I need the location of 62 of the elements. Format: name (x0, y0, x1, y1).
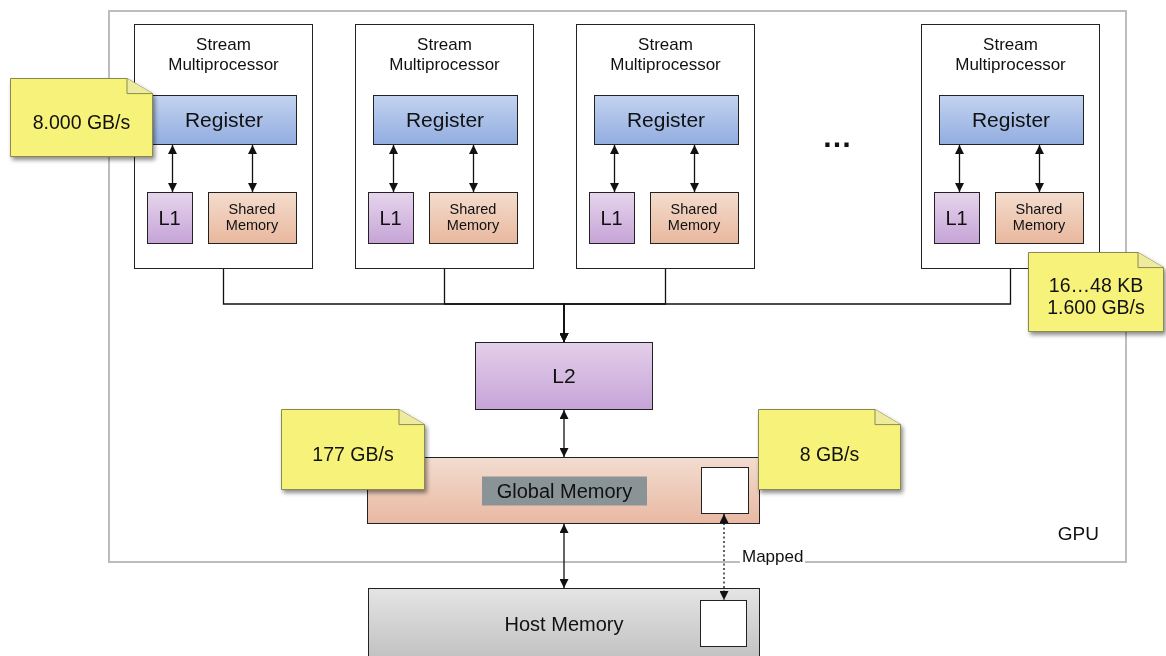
l1-label: L1 (599, 206, 624, 229)
arrow (469, 144, 478, 193)
arrow (1035, 144, 1044, 193)
register-box (151, 94, 297, 145)
global-memory-label: Global Memory (482, 476, 647, 505)
host-memory-box (368, 588, 760, 656)
register-box (593, 94, 739, 145)
shared-memory-box (207, 191, 297, 244)
arrow (955, 144, 964, 193)
multiprocessor-box (134, 24, 313, 269)
register-box (372, 94, 518, 145)
register-label: Register (625, 107, 707, 132)
bus-connector (559, 268, 1012, 343)
note-text: 8 GB/s (798, 441, 861, 465)
edge-label: Mapped (740, 548, 806, 567)
shared-memory-box (994, 191, 1084, 244)
multiprocessor-box (355, 24, 534, 269)
l1-label: L1 (378, 206, 403, 229)
sticky-note (1028, 252, 1164, 332)
note-text: 8.000 GB/s (31, 109, 132, 133)
ellipsis-label: … (822, 122, 855, 152)
arrow (389, 144, 398, 193)
register-label: Register (183, 107, 265, 132)
host-memory-label: Host Memory (503, 613, 625, 636)
multiprocessor-title: Stream Multiprocessor (954, 35, 1067, 75)
shared-memory-box (649, 191, 739, 244)
multiprocessor-title: Stream Multiprocessor (388, 35, 501, 75)
sticky-note (281, 409, 425, 490)
dotted-arrow (719, 513, 729, 601)
multiprocessor-title: Stream Multiprocessor (167, 35, 280, 75)
register-label: Register (970, 107, 1052, 132)
sticky-note (10, 78, 153, 157)
shared-memory-box (428, 191, 518, 244)
arrow (559, 523, 569, 589)
arrow (559, 409, 569, 458)
shared-memory-label: Shared Memory (1011, 200, 1067, 235)
arrow (690, 144, 699, 193)
memory-region-box (699, 599, 747, 647)
shared-memory-label: Shared Memory (445, 200, 501, 235)
shared-memory-label: Shared Memory (224, 200, 280, 235)
l2-label: L2 (551, 363, 577, 389)
sticky-note (758, 409, 901, 490)
note-text: 177 GB/s (311, 441, 395, 465)
l1-cache-box (146, 191, 193, 244)
l1-cache-box (933, 191, 980, 244)
l1-cache-box (367, 191, 414, 244)
l1-label: L1 (944, 206, 969, 229)
register-label: Register (404, 107, 486, 132)
memory-region-box (700, 466, 749, 514)
multiprocessor-box (921, 24, 1100, 269)
register-box (938, 94, 1084, 145)
note-text: 16…48 KB 1.600 GB/s (1046, 272, 1146, 319)
multiprocessor-title: Stream Multiprocessor (609, 35, 722, 75)
l1-cache-box (588, 191, 635, 244)
frame-label: GPU (1057, 523, 1099, 545)
multiprocessor-box (576, 24, 755, 269)
arrow (168, 144, 177, 193)
shared-memory-label: Shared Memory (666, 200, 722, 235)
l2-cache-box (475, 342, 653, 410)
l1-label: L1 (157, 206, 182, 229)
arrow (610, 144, 619, 193)
arrow (248, 144, 257, 193)
